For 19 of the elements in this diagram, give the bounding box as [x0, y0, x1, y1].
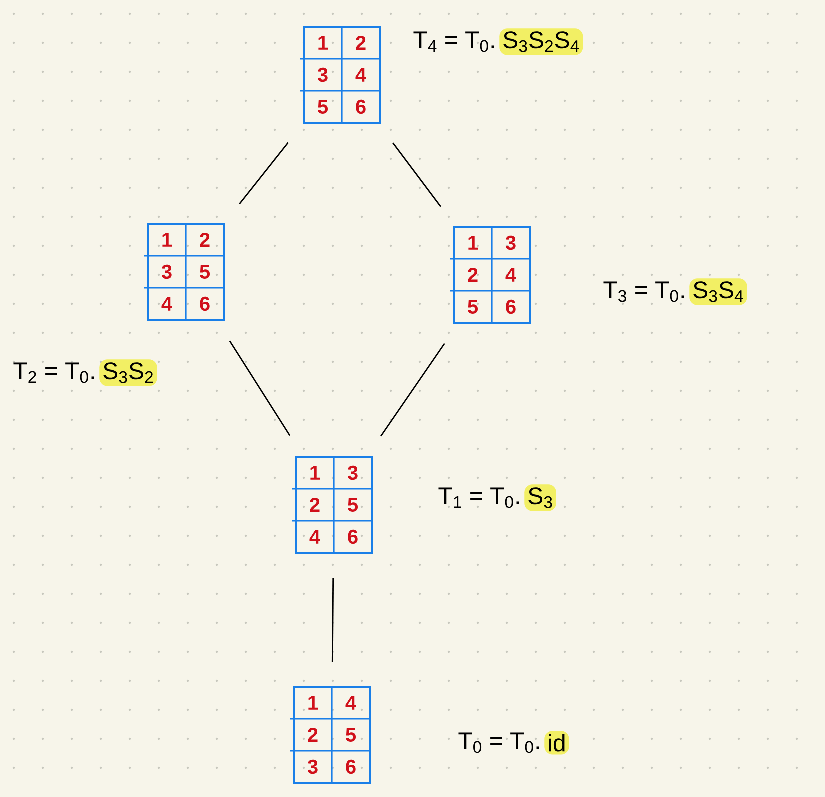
tableau: 1 2 3 5 4 6	[144, 223, 225, 321]
tableau: 1 4 2 5 3 6	[290, 686, 371, 784]
tableau: 1 3 2 5 4 6	[292, 456, 373, 554]
tableau: 1 3 2 4 5 6	[450, 226, 531, 324]
highlighted-formula: S$_{3}$S$_{2}$	[100, 360, 158, 386]
connector-line	[229, 340, 291, 436]
connector-line	[239, 142, 289, 205]
highlighted-formula: S$_{3}$S$_{4}$	[690, 278, 748, 306]
formula-label: T$_{0}$ = T$_{0}$.	[458, 732, 540, 754]
formula-label: T$_{2}$ = T$_{0}$.	[14, 362, 94, 384]
connector-line	[380, 343, 446, 437]
highlighted-formula: S$_{3}$	[524, 484, 556, 512]
highlighted-formula: S$_{3}$S$_{2}$S$_{4}$	[500, 28, 584, 56]
tableau: 1 2 3 4 5 6	[300, 26, 381, 124]
formula-label: T$_{3}$ = T$_{0}$.	[604, 282, 684, 302]
connector-line	[332, 578, 334, 662]
connector-line	[392, 142, 442, 208]
formula-label: T$_{1}$ = T$_{0}$.	[438, 488, 520, 508]
formula-label: T$_{4}$ = T$_{0}$.	[414, 32, 494, 52]
